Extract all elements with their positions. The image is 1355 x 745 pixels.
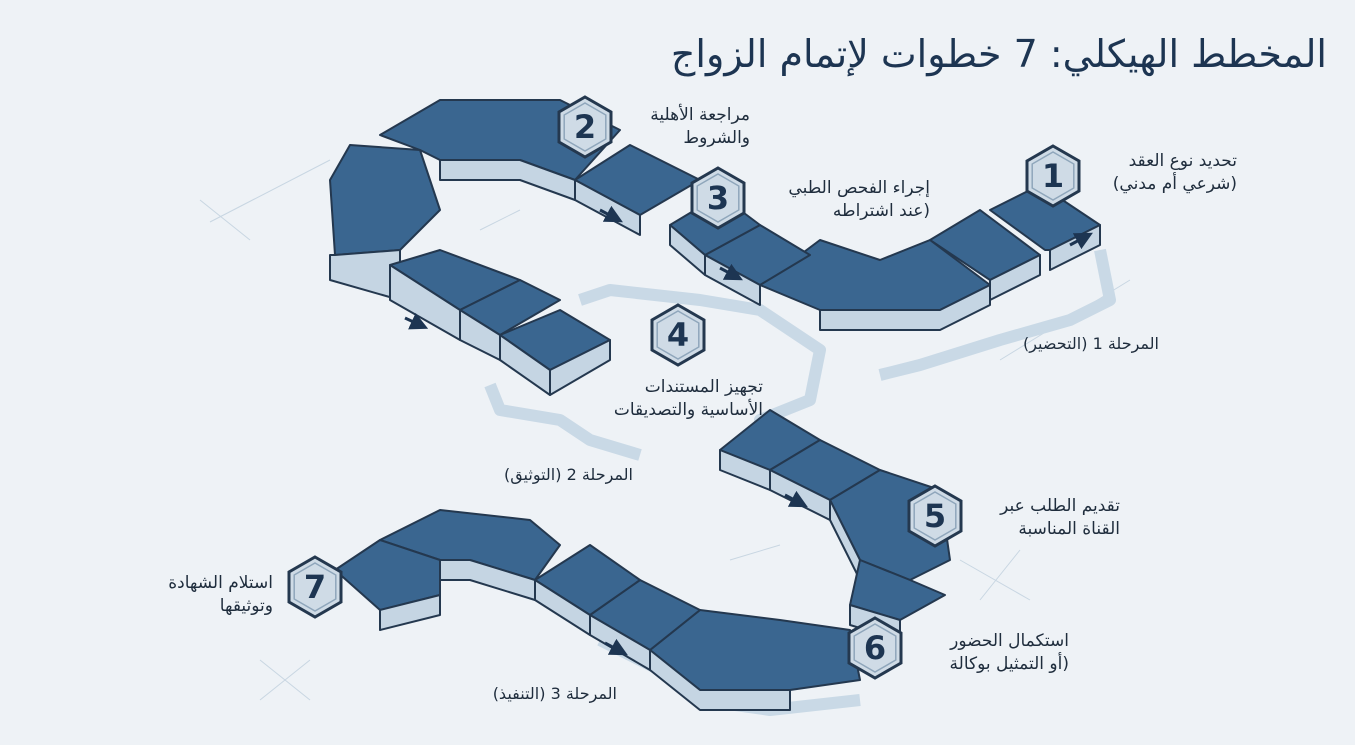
step-1-line2: (شرعي أم مدني) — [1112, 174, 1237, 194]
step-3-line2: (عند اشتراطه — [832, 201, 930, 221]
step-3-line1: إجراء الفحص الطبي — [788, 178, 930, 198]
step-5-badge — [907, 484, 963, 548]
step-6-line2: (أو التمثيل بوكالة — [949, 654, 1069, 674]
tile-side — [439, 159, 576, 201]
step-1-badge-inner — [1031, 151, 1075, 201]
page-title: المخطط الهيكلي: 7 خطوات لإتمام الزواج — [670, 32, 1327, 76]
step-4-number: 4 — [667, 316, 689, 354]
tile — [849, 559, 946, 621]
step-2-line2: والشروط — [683, 128, 750, 148]
step-1-badge — [1025, 144, 1081, 208]
step-5-line1: تقديم الطلب عبر — [1000, 496, 1120, 516]
step-4-label: تجهيز المستندات الأساسية والتصديقات — [614, 376, 763, 422]
phase-3-label: المرحلة 3 (التنفيذ) — [492, 684, 617, 703]
tile-side — [819, 284, 991, 331]
step-4-line2: الأساسية والتصديقات — [613, 400, 763, 420]
step-7-badge — [287, 555, 343, 619]
step-4-line1: تجهيز المستندات — [644, 377, 763, 397]
step-5-badge-inner — [913, 491, 957, 541]
step-3-label: إجراء الفحص الطبي (عند اشتراطه — [788, 177, 930, 223]
step-6-label: استكمال الحضور (أو التمثيل بوكالة — [950, 630, 1069, 676]
step-6-line1: استكمال الحضور — [950, 631, 1069, 651]
direction-arrows — [404, 205, 1093, 656]
tile — [329, 144, 441, 256]
step-6-number: 6 — [864, 629, 886, 667]
tile-side — [669, 224, 706, 276]
step-2-line1: مراجعة الأهلية — [650, 105, 750, 125]
step-4-badge — [650, 303, 706, 367]
tile-side — [549, 339, 611, 396]
step-2-number: 2 — [574, 108, 596, 146]
step-1-label: تحديد نوع العقد (شرعي أم مدني) — [1113, 150, 1237, 196]
step-1-line1: تحديد نوع العقد — [1128, 151, 1237, 171]
step-5-label: تقديم الطلب عبر القناة المناسبة — [1000, 495, 1120, 541]
step-7-label: استلام الشهادة وتوثيقها — [168, 572, 273, 618]
step-5-number: 5 — [924, 497, 946, 535]
step-2-label: مراجعة الأهلية والشروط — [650, 104, 750, 150]
step-badges: 1 2 3 4 5 6 7 — [287, 95, 1081, 680]
step-7-number: 7 — [304, 568, 326, 606]
step-7-line2: وتوثيقها — [219, 596, 273, 616]
step-2-badge-inner — [563, 102, 607, 152]
step-7-badge-inner — [293, 562, 337, 612]
step-3-badge-inner — [696, 173, 740, 223]
step-6-badge-inner — [853, 623, 897, 673]
tile — [334, 539, 441, 611]
step-2-badge — [557, 95, 613, 159]
phase-2-label: المرحلة 2 (التوثيق) — [503, 465, 633, 484]
tile-side — [379, 594, 441, 631]
phase-1-label: المرحلة 1 (التحضير) — [1022, 334, 1159, 353]
step-7-line1: استلام الشهادة — [168, 573, 273, 593]
step-5-line2: القناة المناسبة — [1018, 519, 1120, 539]
step-4-badge-inner — [656, 310, 700, 360]
step-6-badge — [847, 616, 903, 680]
step-3-badge — [690, 166, 746, 230]
step-1-number: 1 — [1042, 157, 1064, 195]
step-3-number: 3 — [707, 179, 729, 217]
